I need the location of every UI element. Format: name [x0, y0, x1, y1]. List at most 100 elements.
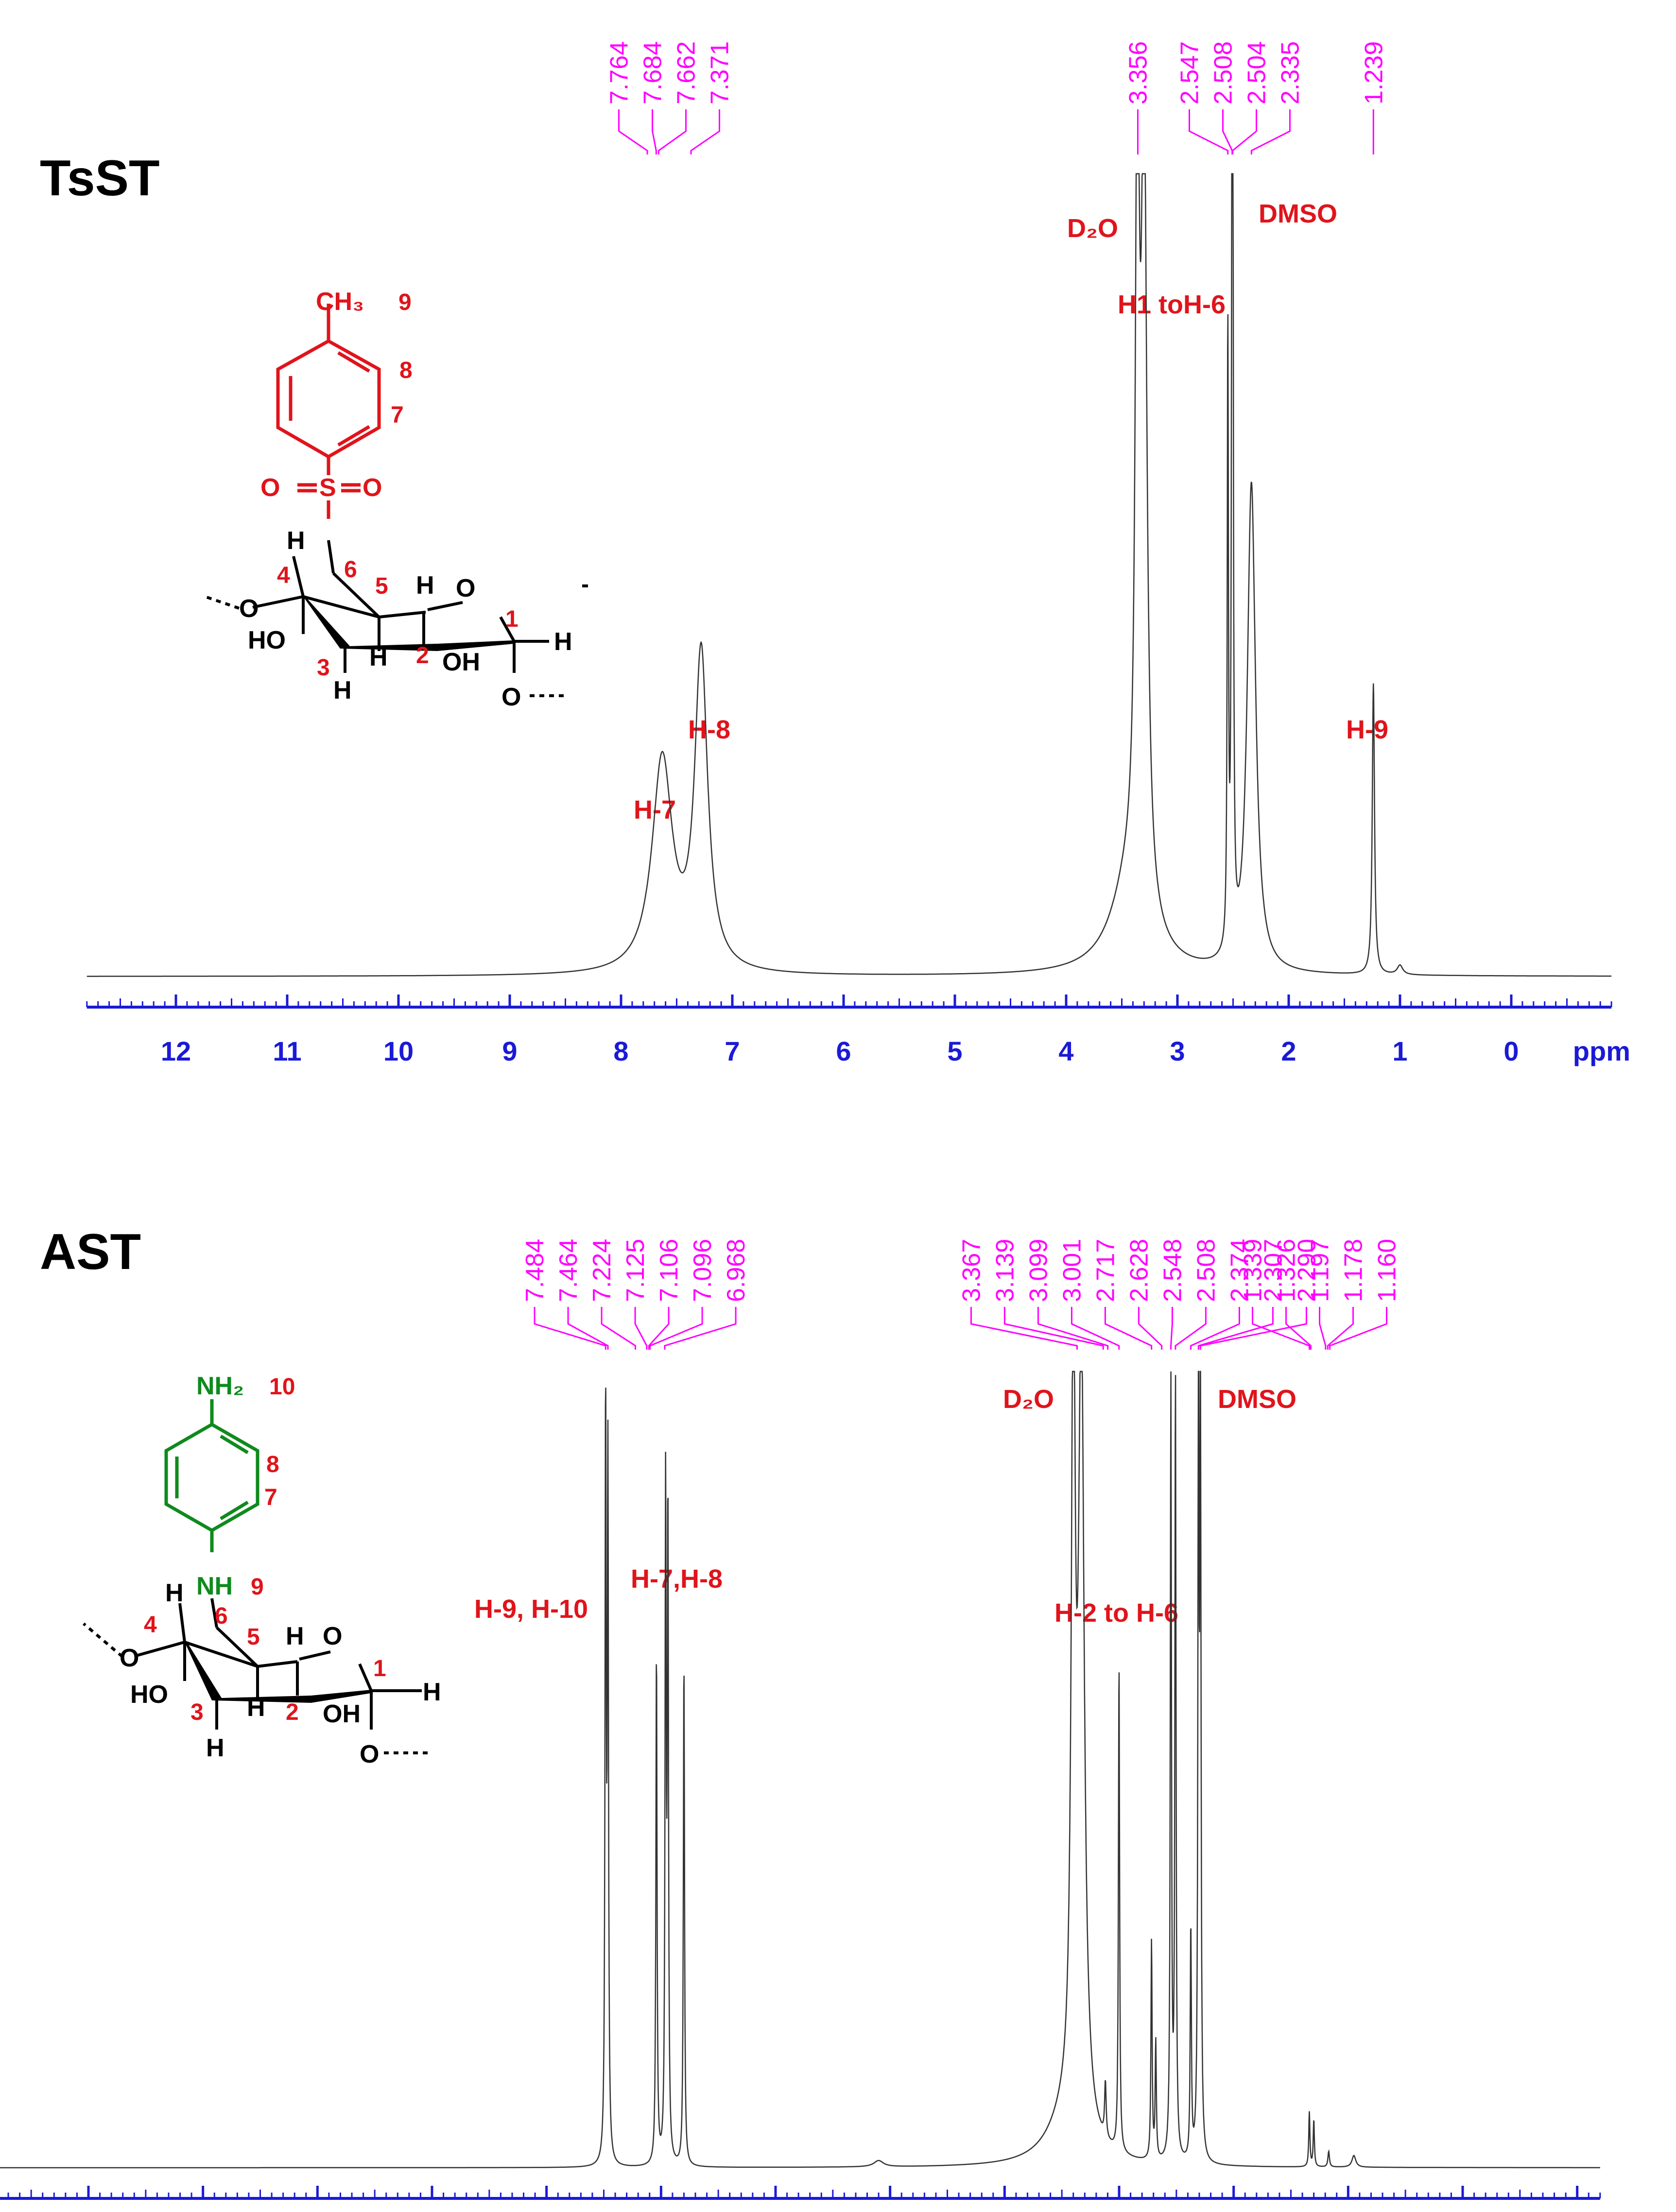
ast-num-2: 2	[286, 1699, 299, 1725]
ast-atom-ring-o: O	[323, 1622, 342, 1650]
tsst-tick-label: 0	[1503, 1036, 1519, 1066]
ast-peak-label-leader	[1319, 1307, 1327, 1350]
tsst-tick-label: 3	[1170, 1036, 1185, 1066]
tsst-tick-label: 1	[1392, 1036, 1407, 1066]
tsst-annot-dmso: DMSO	[1259, 199, 1337, 228]
ast-peak-label: 1.339	[1239, 1239, 1267, 1302]
ast-peak-label: 7.096	[689, 1239, 717, 1302]
tsst-atom-ch3: CH₃	[316, 288, 364, 316]
tsst-num-7: 7	[391, 402, 404, 428]
ast-peak-label: 2.374	[1226, 1239, 1254, 1302]
ast-peak-label-leader	[648, 1307, 670, 1350]
tsst-atom-h-1: H	[554, 628, 572, 656]
tsst-peak-label: 2.508	[1209, 41, 1238, 104]
ast-peak-label-leader	[1138, 1307, 1163, 1350]
tsst-atom-s: S	[319, 474, 336, 502]
tsst-annot-h1-h6: H1 toH-6	[1118, 290, 1226, 319]
ast-peak-label-leader	[649, 1307, 703, 1350]
tsst-num-8: 8	[399, 358, 413, 383]
ast-peak-label: 7.125	[622, 1239, 650, 1302]
tsst-num-9: 9	[398, 290, 412, 315]
tsst-atom-h-2: H	[369, 643, 388, 671]
ast-spectrum-layer: 1211109876543210ppm7.4847.4647.2247.1257…	[0, 1239, 1601, 2200]
ast-num-10: 10	[269, 1374, 295, 1400]
ast-peak-label: 2.290	[1293, 1239, 1321, 1302]
tsst-peak-label: 7.764	[605, 41, 634, 104]
ast-spectrum-trace	[0, 1371, 1600, 2169]
ast-annot-dmso: DMSO	[1218, 1385, 1296, 1414]
ast-peak-label: 3.001	[1058, 1239, 1086, 1302]
ast-atom-ho-3: HO	[130, 1680, 168, 1709]
ast-peak-label-leader	[1175, 1307, 1207, 1350]
ast-atom-nh2: NH₂	[196, 1372, 244, 1400]
ast-peak-label-leader	[1003, 1307, 1104, 1350]
ast-peak-label: 7.224	[588, 1239, 616, 1302]
tsst-tick-label: 9	[502, 1036, 517, 1066]
tsst-peak-label: 3.356	[1124, 41, 1152, 104]
tsst-peak-label-leader	[657, 109, 687, 154]
tsst-annot-h9: H-9	[1346, 715, 1388, 744]
ast-panel-title: AST	[40, 1224, 141, 1280]
ast-structure: NH₂ NH H	[83, 1372, 441, 1768]
tsst-annot-d2o: D₂O	[1067, 214, 1118, 243]
ast-peak-label-leader	[1199, 1307, 1307, 1350]
tsst-minor-ticks	[86, 995, 1612, 1007]
ast-peak-label-leader	[567, 1307, 609, 1350]
tsst-peak-label: 2.504	[1243, 41, 1271, 104]
ast-num-6: 6	[215, 1603, 228, 1629]
tsst-tick-label: 8	[613, 1036, 628, 1066]
ast-peak-label-leader	[534, 1307, 606, 1350]
ast-peak-label: 6.968	[722, 1239, 750, 1302]
tsst-peak-label-leader	[1222, 109, 1233, 154]
tsst-peak-label-leader	[1232, 109, 1258, 154]
tsst-panel-title: TsST	[40, 150, 160, 206]
ast-annot-h2-h6: H-2 to H-6	[1054, 1598, 1178, 1628]
ast-num-3: 3	[190, 1699, 204, 1725]
tsst-tick-label: 2	[1281, 1036, 1296, 1066]
tsst-panel: TsST CH₃ O S O	[40, 150, 1388, 824]
tsst-tick-label: 4	[1058, 1036, 1073, 1066]
ast-peak-label: 3.139	[991, 1239, 1019, 1302]
tsst-structure: CH₃ O S O	[205, 288, 588, 711]
ast-peak-label-leader	[1252, 1307, 1310, 1350]
tsst-atom-h-5: H	[416, 571, 434, 600]
ast-panel: AST NH₂ NH	[40, 1224, 1296, 1768]
tsst-num-5: 5	[375, 573, 388, 599]
ast-atom-h-3: H	[206, 1734, 225, 1762]
tsst-annot-h8: H-8	[688, 715, 730, 744]
tsst-atom-h-3: H	[333, 676, 352, 704]
ast-annot-h9-h10: H-9, H-10	[474, 1595, 588, 1624]
tsst-atom-ho-3: HO	[248, 626, 286, 654]
ast-peak-label: 2.508	[1192, 1239, 1220, 1302]
ast-peak-label: 1.160	[1373, 1239, 1401, 1302]
tsst-tick-label: 10	[383, 1036, 414, 1066]
ast-peak-label: 3.367	[957, 1239, 985, 1302]
ast-num-1: 1	[373, 1656, 386, 1681]
ast-atom-h-5: H	[286, 1622, 304, 1650]
ast-peak-label-leader	[1037, 1307, 1109, 1350]
tsst-atom-oh-2: OH	[442, 648, 480, 676]
tsst-peak-label-leader	[690, 109, 721, 154]
tsst-num-6: 6	[344, 557, 357, 583]
ast-num-5: 5	[247, 1624, 260, 1650]
tsst-atom-o-1: O	[501, 683, 521, 711]
ast-num-9: 9	[251, 1574, 264, 1600]
ast-peak-label-leader	[1327, 1307, 1354, 1350]
ast-num-7: 7	[264, 1485, 277, 1510]
ast-peak-label-leader	[601, 1307, 637, 1350]
ast-atom-o-4: O	[120, 1644, 139, 1672]
tsst-peak-label-leader	[1250, 109, 1291, 154]
ast-peak-label: 7.464	[554, 1239, 583, 1302]
ast-peak-label-leader	[634, 1307, 648, 1350]
ast-num-4: 4	[144, 1612, 157, 1638]
tsst-atom-o-left: O	[260, 474, 280, 502]
ast-peak-label-leader	[1190, 1307, 1240, 1350]
tsst-peak-label: 7.684	[639, 41, 667, 104]
ast-peak-label: 1.326	[1273, 1239, 1301, 1302]
ast-atom-o-1: O	[360, 1740, 379, 1768]
ast-peak-label: 7.484	[521, 1239, 549, 1302]
ast-atom-h-2: H	[247, 1694, 265, 1722]
ast-peak-label-leader	[1104, 1307, 1153, 1350]
ast-peak-label: 2.548	[1158, 1239, 1187, 1302]
